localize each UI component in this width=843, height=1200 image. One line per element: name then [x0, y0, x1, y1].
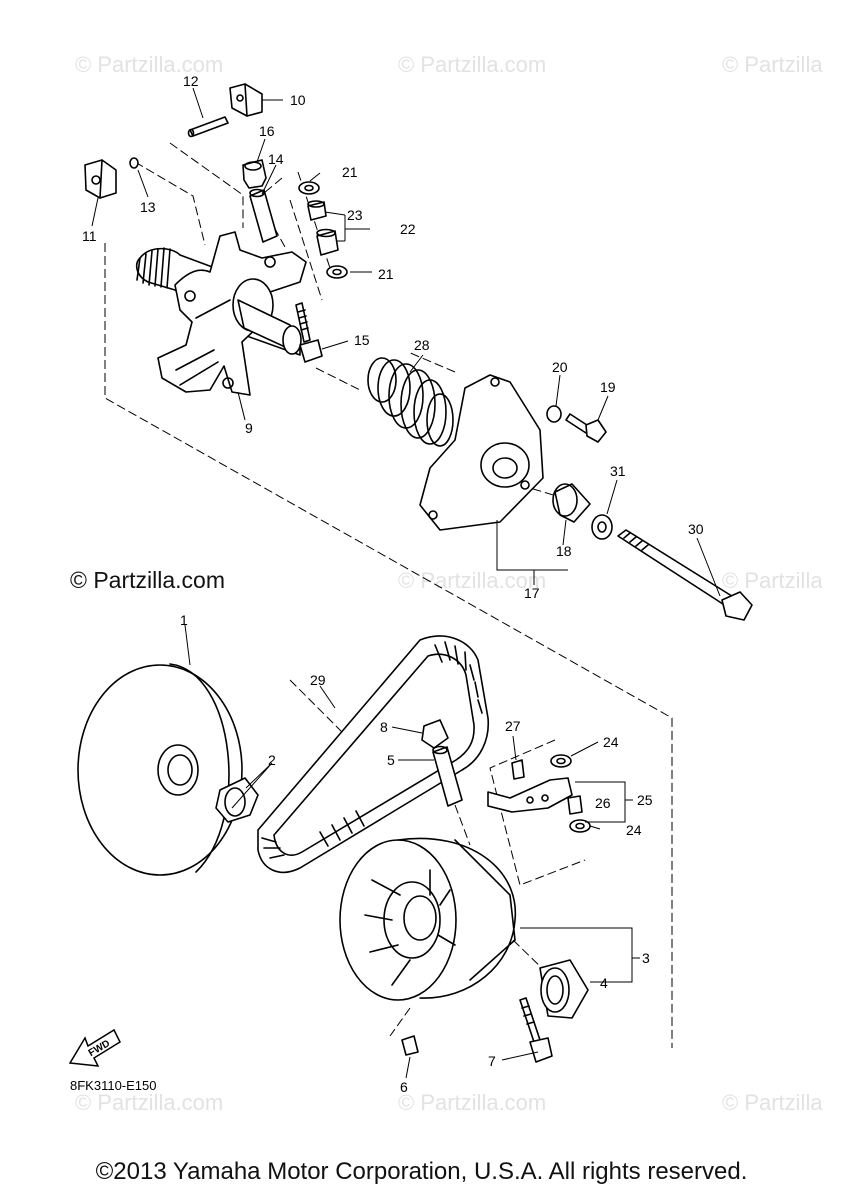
callout-7: 7 — [488, 1053, 496, 1069]
part-26-roller — [567, 795, 583, 815]
callout-5: 5 — [387, 752, 395, 768]
callout-22: 22 — [400, 221, 416, 237]
part-20-washer — [546, 405, 562, 423]
part-25-arm — [487, 777, 573, 813]
watermark: © Partzilla.com — [75, 1090, 224, 1115]
callout-11: 11 — [82, 228, 97, 244]
callout-9: 9 — [245, 420, 253, 436]
watermark: © Partzilla — [722, 52, 823, 77]
leader-lines — [91, 87, 721, 1079]
part-4-bushing — [539, 959, 589, 1019]
callout-26: 26 — [595, 795, 611, 811]
callout-27: 27 — [505, 718, 521, 734]
callout-16: 16 — [259, 123, 275, 139]
part-1-sheave — [77, 663, 243, 876]
part-7-bolt — [519, 997, 553, 1063]
part-15-bolt — [295, 302, 323, 363]
callout-17: 17 — [524, 585, 540, 601]
callout-24: 24 — [603, 734, 619, 750]
watermark: © Partzilla — [722, 568, 823, 593]
part-21-washer — [298, 181, 320, 195]
callout-23: 23 — [347, 207, 363, 223]
callout-15: 15 — [354, 332, 370, 348]
part-9-spider — [135, 231, 307, 396]
callout-30: 30 — [688, 521, 704, 537]
callout-31: 31 — [610, 463, 626, 479]
part-12-pin — [187, 116, 229, 138]
part-13-ring — [129, 157, 139, 169]
callout-28: 28 — [414, 337, 430, 353]
callout-labels: 1 2 3 4 5 6 7 8 9 10 11 12 13 14 15 16 1… — [70, 73, 704, 1095]
callout-6: 6 — [400, 1079, 408, 1095]
part-5-shaft — [432, 745, 463, 807]
part-17-cap — [419, 374, 544, 531]
watermark: © Partzilla.com — [398, 1090, 547, 1115]
part-23-roller-2 — [316, 228, 339, 256]
callout-18: 18 — [556, 543, 572, 559]
part-18-bushing — [552, 483, 591, 523]
callout-21: 21 — [342, 164, 358, 180]
callout-13: 13 — [140, 199, 156, 215]
watermark: © Partzilla.com — [75, 52, 224, 77]
callout-29: 29 — [310, 672, 326, 688]
callout-2: 2 — [268, 752, 276, 768]
fwd-label: FWD — [87, 1038, 112, 1059]
part-27-pin — [511, 759, 525, 780]
part-29-belt — [257, 635, 490, 874]
callout-14: 14 — [268, 151, 284, 167]
part-31-washer — [591, 514, 613, 540]
callout-3: 3 — [642, 950, 650, 966]
diagram-code: 8FK3110-E150 — [70, 1078, 157, 1093]
callout-1: 1 — [180, 612, 188, 628]
part-24-washer — [550, 754, 572, 768]
fwd-arrow-icon: FWD — [68, 1028, 121, 1067]
part-8-nut — [421, 719, 449, 749]
part-21-washer-lower — [326, 265, 348, 279]
part-2-bushing — [215, 777, 259, 823]
callout-10: 10 — [290, 92, 306, 108]
watermark: © Partzilla.com — [398, 52, 547, 77]
part-28-spring — [367, 357, 454, 447]
part-23-roller — [307, 200, 327, 221]
callout-24b: 24 — [626, 822, 642, 838]
part-19-bolt — [565, 413, 607, 443]
parts-drawings — [77, 83, 753, 1063]
part-11-weight — [84, 159, 117, 199]
callout-21b: 21 — [378, 266, 394, 282]
copyright-footer: ©2013 Yamaha Motor Corporation, U.S.A. A… — [95, 1158, 748, 1185]
part-10-weight — [229, 83, 263, 117]
watermark: © Partzilla — [722, 1090, 823, 1115]
brand-watermark: © Partzilla.com — [70, 567, 225, 593]
watermark: © Partzilla.com — [398, 568, 547, 593]
callout-19: 19 — [600, 379, 616, 395]
callout-8: 8 — [380, 719, 388, 735]
callout-20: 20 — [552, 359, 568, 375]
callout-12: 12 — [183, 73, 199, 89]
part-16-bushing — [242, 159, 267, 189]
part-3-movable-sheave — [339, 837, 517, 1001]
part-30-bolt — [617, 529, 753, 621]
part-6-cap — [401, 1035, 419, 1056]
callout-25: 25 — [637, 792, 653, 808]
callout-4: 4 — [600, 975, 608, 991]
part-14-shaft — [249, 188, 278, 243]
